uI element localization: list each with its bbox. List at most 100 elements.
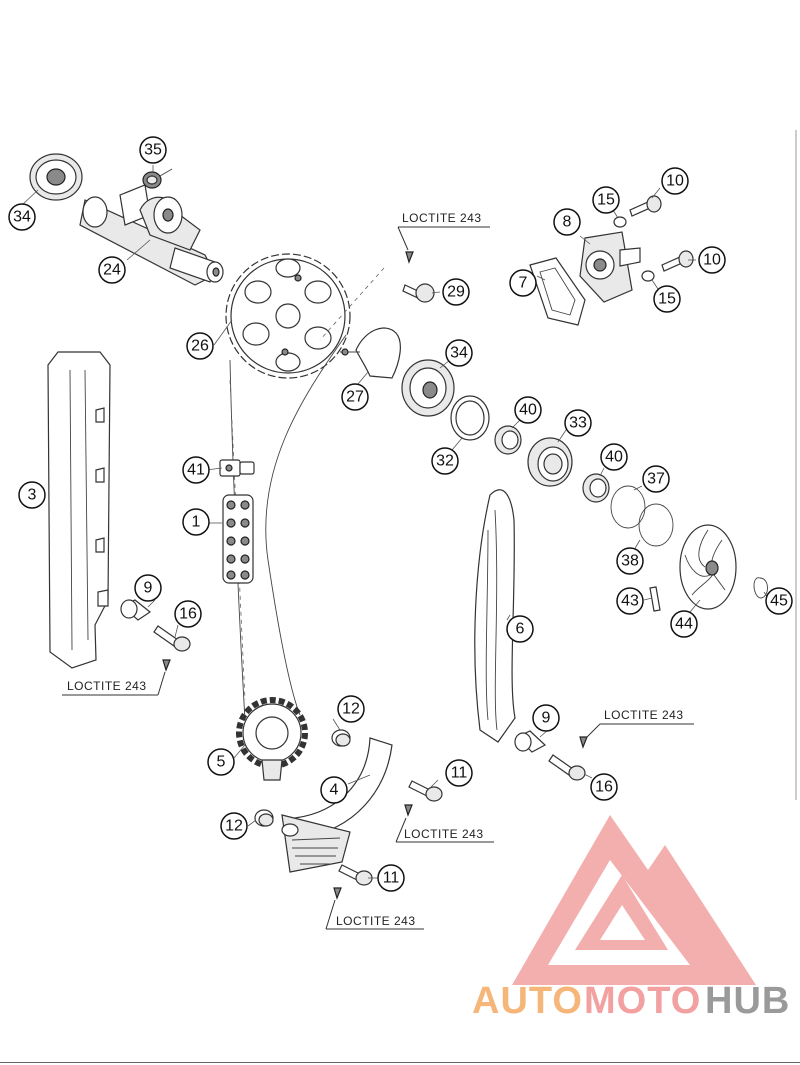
loctite-label: LOCTITE 243 (397, 211, 490, 251)
loctite-text: LOCTITE 243 (402, 211, 482, 225)
callout-label: 33 (569, 415, 587, 432)
callout-label: 8 (563, 214, 572, 231)
callout-label: 16 (179, 606, 197, 623)
callout-38: 38 (616, 547, 644, 575)
cam-sprocket (225, 253, 351, 379)
callout-10: 10 (698, 246, 726, 274)
chain-guide-bottom (281, 737, 393, 873)
callout-label: 40 (605, 449, 623, 466)
callout-33: 33 (564, 409, 592, 437)
callout-44: 44 (670, 610, 698, 638)
tensioner-rail (474, 489, 516, 743)
callouts: 35 34 24 26 3 41 1 9 16 5 12 4 12 11 11 … (8, 136, 793, 892)
chain-tensioner (529, 231, 641, 326)
loctite-label: LOCTITE 243 (585, 708, 694, 739)
callout-label: 10 (703, 252, 721, 269)
loctite-text: LOCTITE 243 (67, 679, 147, 693)
callout-29: 29 (442, 278, 470, 306)
loctite-text: LOCTITE 243 (336, 914, 416, 928)
callout-label: 41 (187, 462, 205, 479)
leader-lines (21, 165, 769, 879)
callout-11: 11 (445, 759, 473, 787)
callout-32: 32 (431, 447, 459, 475)
callout-label: 27 (346, 389, 364, 406)
callout-label: 11 (451, 765, 468, 782)
callout-41: 41 (182, 456, 210, 484)
callout-34: 34 (8, 203, 36, 231)
callout-label: 7 (519, 275, 528, 292)
watermark-logo (512, 815, 756, 985)
loctite-labels: LOCTITE 243 LOCTITE 243 LOCTITE 243 LOCT… (62, 211, 694, 930)
callout-label: 44 (675, 616, 693, 633)
callout-label: 34 (450, 345, 468, 362)
callout-1: 1 (182, 508, 210, 536)
callout-label: 16 (595, 779, 613, 796)
watermark-auto: AUTO (472, 980, 583, 1022)
callout-label: 12 (342, 701, 360, 718)
callout-label: 43 (621, 593, 639, 610)
callout-label: 6 (516, 621, 525, 638)
callout-12: 12 (337, 695, 365, 723)
callout-6: 6 (506, 615, 534, 643)
callout-label: 4 (330, 782, 339, 799)
callout-label: 12 (225, 818, 243, 835)
bolts (153, 195, 694, 900)
callout-9: 9 (532, 704, 560, 732)
callout-15: 15 (592, 186, 620, 214)
callout-7: 7 (509, 269, 537, 297)
callout-40: 40 (600, 443, 628, 471)
callout-label: 11 (383, 870, 400, 887)
callout-40: 40 (514, 396, 542, 424)
camshaft-assembly (29, 153, 224, 286)
water-pump-assembly (401, 359, 768, 612)
callout-37: 37 (642, 465, 670, 493)
callout-label: 5 (217, 754, 226, 771)
callout-8: 8 (553, 208, 581, 236)
callout-label: 15 (658, 291, 676, 308)
sleeves (120, 599, 547, 827)
callout-10: 10 (661, 167, 689, 195)
callout-label: 9 (542, 710, 551, 727)
callout-label: 1 (192, 514, 201, 531)
loctite-label: LOCTITE 243 (395, 817, 494, 843)
callout-9: 9 (134, 574, 162, 602)
callout-label: 45 (770, 593, 788, 610)
callout-45: 45 (765, 587, 793, 615)
callout-11: 11 (377, 864, 405, 892)
callout-12: 12 (220, 812, 248, 840)
callout-34: 34 (445, 339, 473, 367)
callout-3: 3 (18, 481, 46, 509)
callout-16: 16 (590, 773, 618, 801)
callout-label: 38 (621, 553, 639, 570)
callout-35: 35 (139, 136, 167, 164)
callout-label: 3 (28, 487, 37, 504)
watermark-hub: HUB (705, 980, 790, 1022)
loctite-label: LOCTITE 243 (62, 671, 166, 696)
callout-24: 24 (98, 256, 126, 284)
loctite-text: LOCTITE 243 (604, 708, 684, 722)
callout-label: 10 (666, 173, 684, 190)
callout-label: 26 (191, 338, 209, 355)
crank-sprocket (236, 697, 308, 781)
callout-label: 24 (103, 262, 121, 279)
callout-label: 29 (447, 284, 465, 301)
callout-16: 16 (174, 600, 202, 628)
watermark-moto: MOTO (584, 980, 701, 1022)
callout-5: 5 (207, 748, 235, 776)
rocker-arm (340, 327, 401, 379)
callout-label: 35 (144, 142, 162, 159)
chain-links (219, 459, 255, 584)
loctite-label: LOCTITE 243 (325, 899, 424, 930)
callout-label: 32 (436, 453, 454, 470)
callout-label: 15 (597, 192, 615, 209)
callout-4: 4 (320, 776, 348, 804)
loctite-text: LOCTITE 243 (404, 827, 484, 841)
chain-rail-left (47, 351, 111, 669)
callout-label: 9 (144, 580, 153, 597)
callout-label: 37 (647, 471, 665, 488)
callout-43: 43 (616, 587, 644, 615)
callout-label: 40 (519, 402, 537, 419)
callout-26: 26 (186, 332, 214, 360)
callout-label: 34 (13, 209, 31, 226)
